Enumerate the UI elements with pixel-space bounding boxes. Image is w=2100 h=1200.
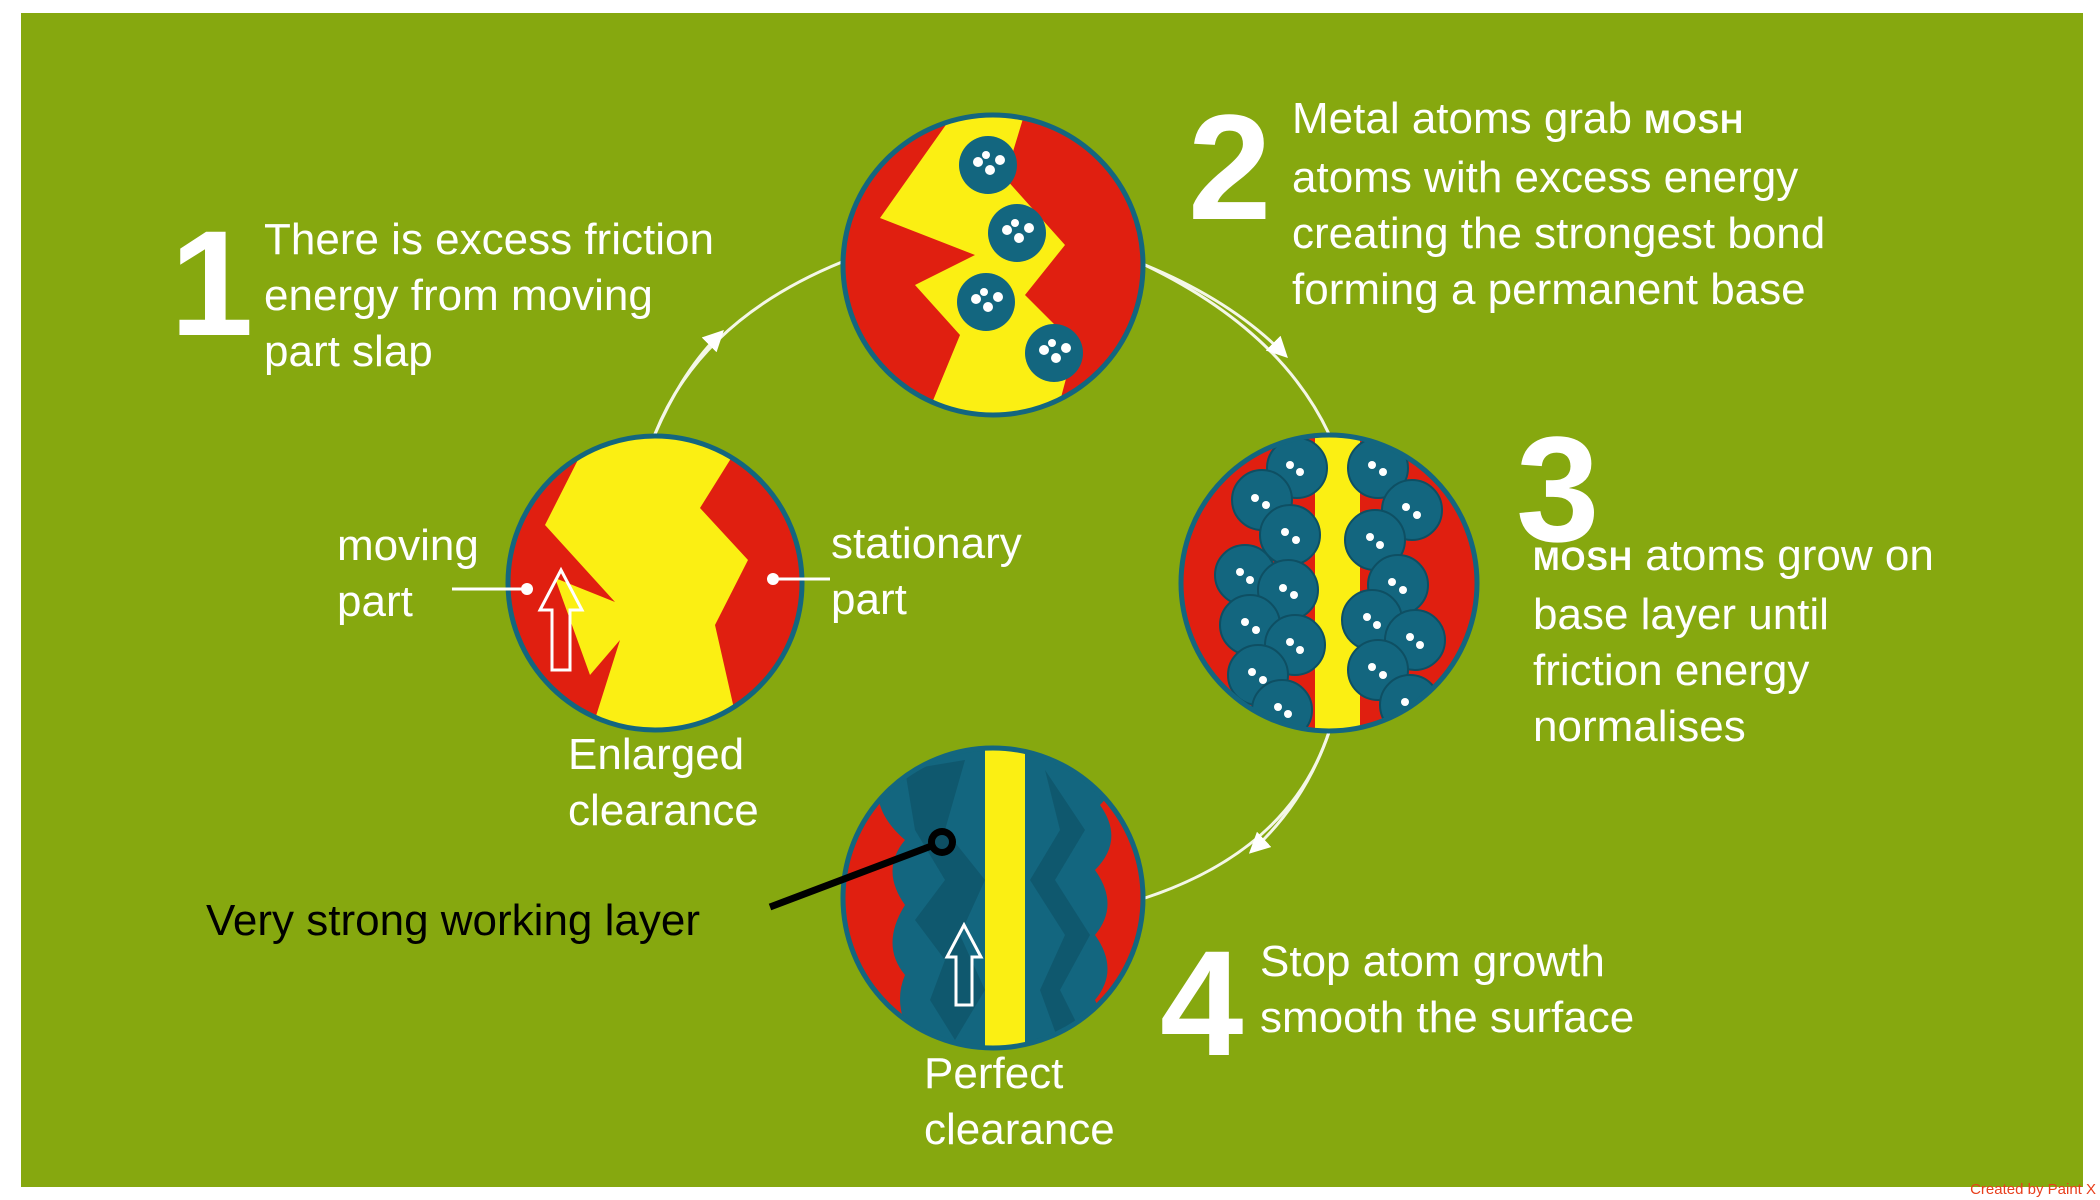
atom-icon [959,136,1017,194]
step-2-text: Metal atoms grab MOSH atoms with excess … [1292,94,1826,314]
circle-enlarged-clearance [452,433,830,733]
atom-icon [988,204,1046,262]
perfect-clearance-label: Perfect clearance [924,1049,1115,1154]
step-3-text: MOSH atoms grow on base layer until fric… [1533,531,1934,751]
up-arrow-icon [944,921,984,1007]
atom-icon [1025,324,1083,382]
atom-icon [957,273,1015,331]
cycle-arrows [653,260,1331,900]
working-layer-label: Very strong working layer [206,896,700,945]
stationary-part-label: stationary part [831,519,1022,624]
step-2-number: 2 [1188,83,1272,251]
step-4-text: Stop atom growth smooth the surface [1260,937,1635,1042]
moving-part-label: moving part [337,521,479,626]
circle-growth [1178,432,1480,734]
enlarged-clearance-label: Enlarged clearance [568,730,759,835]
arrow-2-to-3 [1144,263,1331,435]
step-3-number: 3 [1516,405,1600,573]
step-4-number: 4 [1160,919,1244,1087]
arrow-3-to-4 [1144,731,1331,900]
circle-bonding [840,112,1146,418]
step-1-number: 1 [170,199,254,367]
circle-perfect-clearance [768,745,1146,1051]
credit-text: Created by Paint X [1970,1181,2096,1198]
step-1-text: There is excess friction energy from mov… [264,215,714,376]
up-arrow-icon [537,566,585,672]
